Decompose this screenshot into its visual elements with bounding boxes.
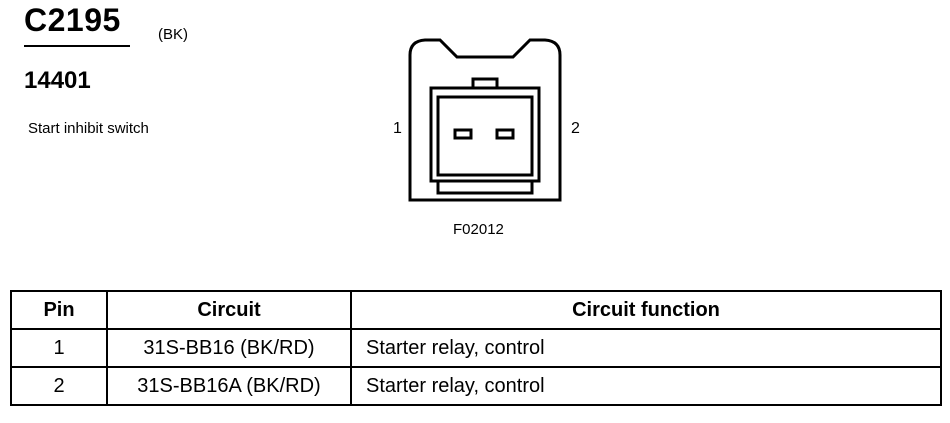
connector-bottom-tab: [436, 180, 534, 195]
connector-cavity: [429, 86, 541, 183]
cell-circuit: 31S-BB16 (BK/RD): [106, 328, 352, 368]
cell-circuit-function: Starter relay, control: [350, 366, 942, 406]
pin-2-terminal: [495, 128, 515, 140]
terminal-block: [436, 95, 534, 177]
pin-1-terminal: [453, 128, 473, 140]
header-circuit-function: Circuit function: [350, 290, 942, 330]
cell-pin: 2: [10, 366, 108, 406]
connector-key-notch: [471, 77, 499, 88]
part-number: 14401: [24, 67, 91, 94]
pin-2-label: 2: [571, 120, 580, 137]
table-row: 2 31S-BB16A (BK/RD) Starter relay, contr…: [10, 366, 942, 406]
connector-id: C2195: [24, 2, 121, 38]
cell-circuit-function: Starter relay, control: [350, 328, 942, 368]
connector-color: (BK): [158, 26, 188, 43]
component-name: Start inhibit switch: [28, 120, 149, 137]
pinout-table: Pin Circuit Circuit function 1 31S-BB16 …: [10, 290, 942, 406]
pin-1-label: 1: [393, 120, 402, 137]
connector-face-diagram: [408, 38, 562, 202]
header-pin: Pin: [10, 290, 108, 330]
cell-circuit: 31S-BB16A (BK/RD): [106, 366, 352, 406]
figure-id: F02012: [453, 221, 504, 238]
connector-housing: [408, 38, 562, 202]
header-circuit: Circuit: [106, 290, 352, 330]
cell-pin: 1: [10, 328, 108, 368]
table-header-row: Pin Circuit Circuit function: [10, 290, 942, 330]
connector-id-underline: [24, 45, 130, 47]
table-row: 1 31S-BB16 (BK/RD) Starter relay, contro…: [10, 328, 942, 368]
